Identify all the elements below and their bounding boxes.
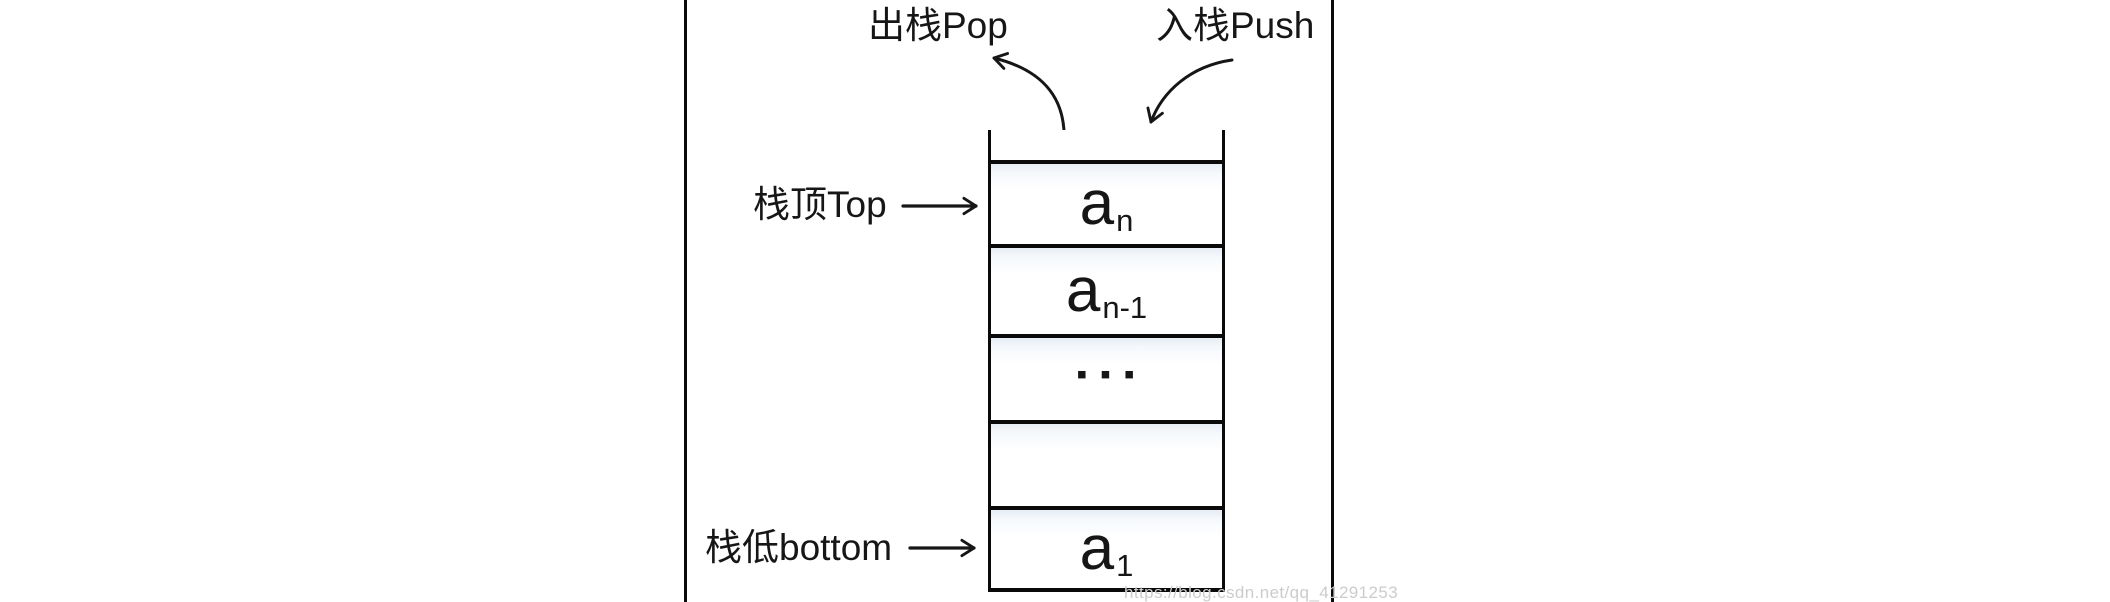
stack-open-mouth — [991, 130, 1222, 160]
cell-value: a — [1079, 514, 1115, 583]
watermark: https://blog.csdn.net/qq_41291253 — [1124, 583, 1399, 602]
cell-subscript: n — [1116, 202, 1134, 238]
stack-cell-ellipsis: ▪▪▪ — [991, 334, 1222, 420]
cell-value: ▪▪▪ — [1076, 358, 1148, 391]
pop-label: 出栈Pop — [868, 5, 1008, 46]
push-arrow-curve — [1146, 58, 1234, 124]
stack-cell-empty — [991, 420, 1222, 506]
cell-value: a — [1079, 169, 1115, 238]
bottom-pointer-label: 栈低bottom — [705, 527, 893, 568]
cell-value: a — [1065, 256, 1101, 325]
frame-right-border — [1331, 0, 1334, 602]
push-label: 入栈Push — [1156, 5, 1315, 46]
pop-arrow-curve — [992, 52, 1066, 133]
cell-subscript: 1 — [1116, 547, 1134, 583]
frame-left-border — [684, 0, 687, 602]
cell-subscript: n-1 — [1102, 289, 1148, 325]
top-pointer-label: 栈顶Top — [753, 184, 887, 225]
